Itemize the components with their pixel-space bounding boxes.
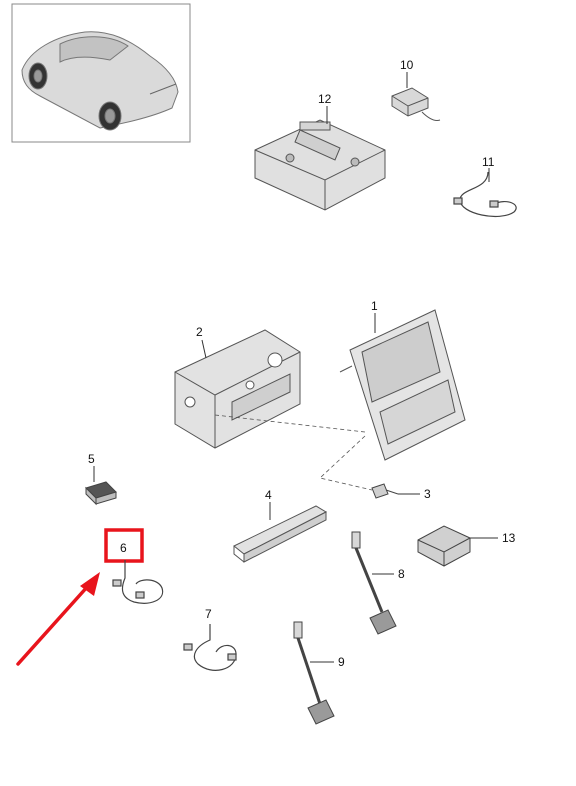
callout-13[interactable]: 13 (502, 531, 516, 545)
part-9-plug-lead[interactable] (293, 621, 335, 725)
callout-11[interactable]: 11 (482, 155, 495, 169)
part-10-module[interactable] (391, 87, 441, 121)
callout-6[interactable]: 6 (120, 541, 127, 555)
callout-7[interactable]: 7 (205, 607, 212, 621)
part-5-module[interactable] (85, 481, 117, 506)
callout-8[interactable]: 8 (398, 567, 405, 581)
red-pointer-arrow-icon (16, 572, 100, 666)
part-12-carrier[interactable] (254, 119, 386, 211)
leader-2 (201, 339, 207, 359)
highlight-box-6 (104, 528, 144, 563)
part-6-cable[interactable] (112, 560, 164, 604)
part-7-cable[interactable] (183, 624, 237, 671)
part-4-bracket[interactable] (233, 505, 328, 563)
callout-9[interactable]: 9 (338, 655, 345, 669)
part-2-frame[interactable] (174, 329, 301, 449)
part-1-bezel[interactable] (339, 309, 466, 461)
part-13-control-unit[interactable] (417, 525, 471, 567)
part-8-plug-lead[interactable] (351, 531, 397, 635)
vehicle-thumbnail[interactable] (11, 3, 191, 143)
callout-10[interactable]: 10 (400, 58, 414, 72)
car-suv-icon (21, 31, 179, 131)
callout-2[interactable]: 2 (196, 325, 203, 339)
part-3-screw[interactable] (371, 483, 399, 499)
callout-12[interactable]: 12 (318, 92, 332, 106)
callout-5[interactable]: 5 (88, 452, 95, 466)
part-11-cable[interactable] (453, 171, 517, 218)
callout-3[interactable]: 3 (424, 487, 431, 501)
callout-4[interactable]: 4 (265, 488, 272, 502)
callout-1[interactable]: 1 (371, 299, 378, 313)
